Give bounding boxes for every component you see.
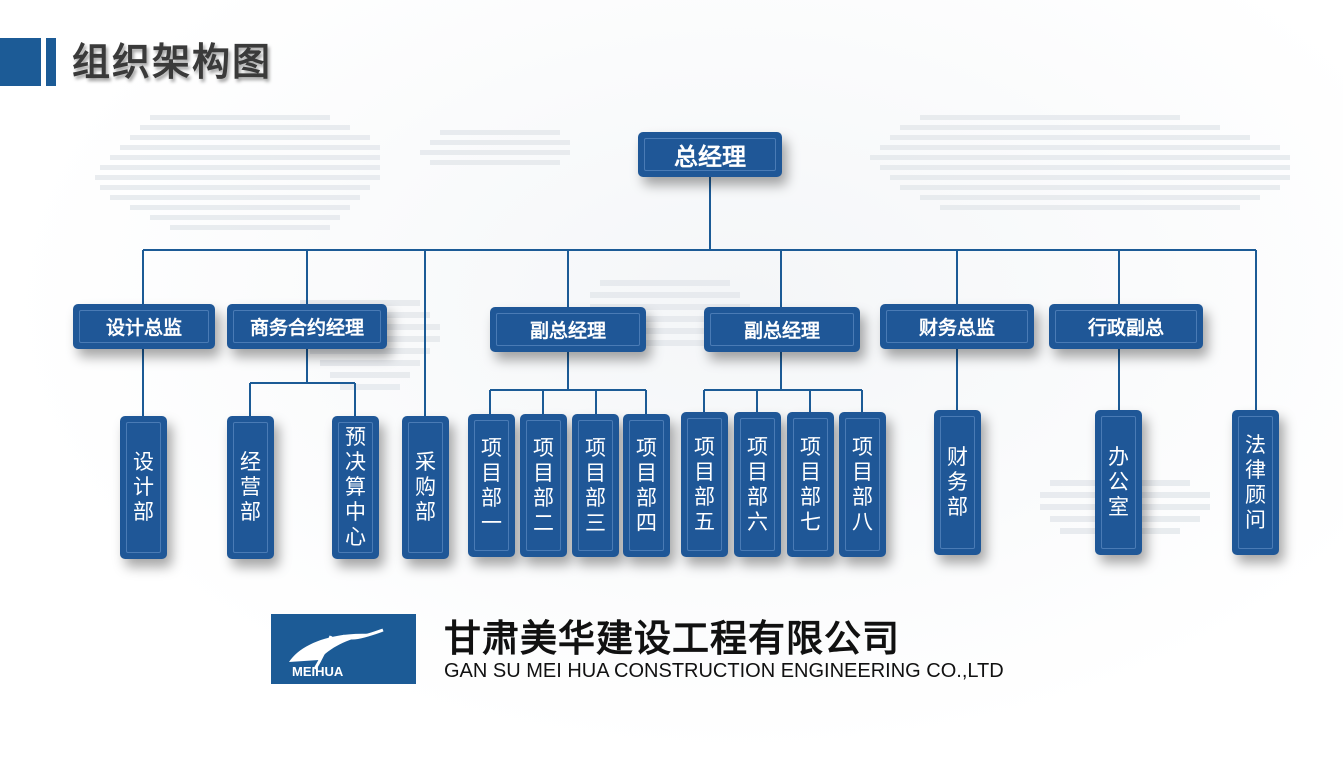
org-node-label: 采购部	[415, 450, 436, 524]
org-node-label: 项目部七	[800, 434, 821, 534]
org-node-label: 办公室	[1108, 445, 1129, 519]
org-node-finance-dept[interactable]: 财务部	[934, 410, 981, 555]
org-node-design-dept[interactable]: 设计部	[120, 416, 167, 559]
org-node-project-dept-7[interactable]: 项目部七	[787, 412, 834, 557]
org-node-label: 财务部	[947, 445, 968, 519]
org-node-project-dept-1[interactable]: 项目部一	[468, 414, 515, 557]
org-node-budget-center[interactable]: 预决算中心	[332, 416, 379, 559]
org-node-admin-vp[interactable]: 行政副总	[1049, 304, 1203, 349]
company-name-en: GAN SU MEI HUA CONSTRUCTION ENGINEERING …	[444, 660, 1004, 682]
org-node-deputy-gm-2[interactable]: 副总经理	[704, 307, 860, 352]
org-node-label: 经营部	[240, 450, 261, 524]
org-node-label: 项目部一	[481, 435, 502, 535]
org-node-project-dept-8[interactable]: 项目部八	[839, 412, 886, 557]
org-node-project-dept-6[interactable]: 项目部六	[734, 412, 781, 557]
org-node-label: 财务总监	[918, 317, 995, 339]
org-node-project-dept-3[interactable]: 项目部三	[572, 414, 619, 557]
org-node-business-dept[interactable]: 经营部	[227, 416, 274, 559]
org-node-legal-counsel[interactable]: 法律顾问	[1232, 410, 1279, 555]
logo-swoosh-icon	[289, 628, 384, 670]
org-node-label: 项目部五	[694, 434, 715, 534]
title-accent-bar	[0, 38, 41, 86]
org-node-office[interactable]: 办公室	[1095, 410, 1142, 555]
org-node-commercial-manager[interactable]: 商务合约经理	[227, 304, 387, 349]
org-node-project-dept-2[interactable]: 项目部二	[520, 414, 567, 557]
title-accent-bar-thin	[46, 38, 56, 86]
org-node-procurement-dept[interactable]: 采购部	[402, 416, 449, 559]
org-node-label: 项目部六	[747, 434, 768, 534]
company-logo	[271, 614, 416, 684]
org-node-label: 项目部八	[852, 434, 873, 534]
org-node-ceo[interactable]: 总经理	[638, 132, 782, 177]
org-node-label: 法律顾问	[1245, 432, 1266, 532]
org-node-deputy-gm-1[interactable]: 副总经理	[490, 307, 646, 352]
org-node-label: 设计部	[133, 450, 154, 524]
org-node-label: 商务合约经理	[249, 317, 364, 339]
org-node-finance-director[interactable]: 财务总监	[880, 304, 1034, 349]
org-node-project-dept-5[interactable]: 项目部五	[681, 412, 728, 557]
org-node-label: 副总经理	[529, 320, 606, 342]
page-title: 组织架构图	[72, 40, 273, 84]
org-node-label: 项目部二	[533, 435, 554, 535]
org-node-label: 行政副总	[1087, 317, 1164, 339]
logo-text: MEIHUA	[292, 664, 344, 679]
company-name-cn: 甘肃美华建设工程有限公司	[444, 617, 900, 660]
org-node-label: 项目部四	[636, 435, 657, 535]
org-node-label: 副总经理	[743, 320, 820, 342]
org-node-label: 设计总监	[105, 317, 182, 339]
org-node-label: 总经理	[674, 143, 746, 171]
org-node-label: 预决算中心	[345, 425, 366, 549]
org-node-design-director[interactable]: 设计总监	[73, 304, 215, 349]
org-node-project-dept-4[interactable]: 项目部四	[623, 414, 670, 557]
org-node-label: 项目部三	[585, 435, 606, 535]
